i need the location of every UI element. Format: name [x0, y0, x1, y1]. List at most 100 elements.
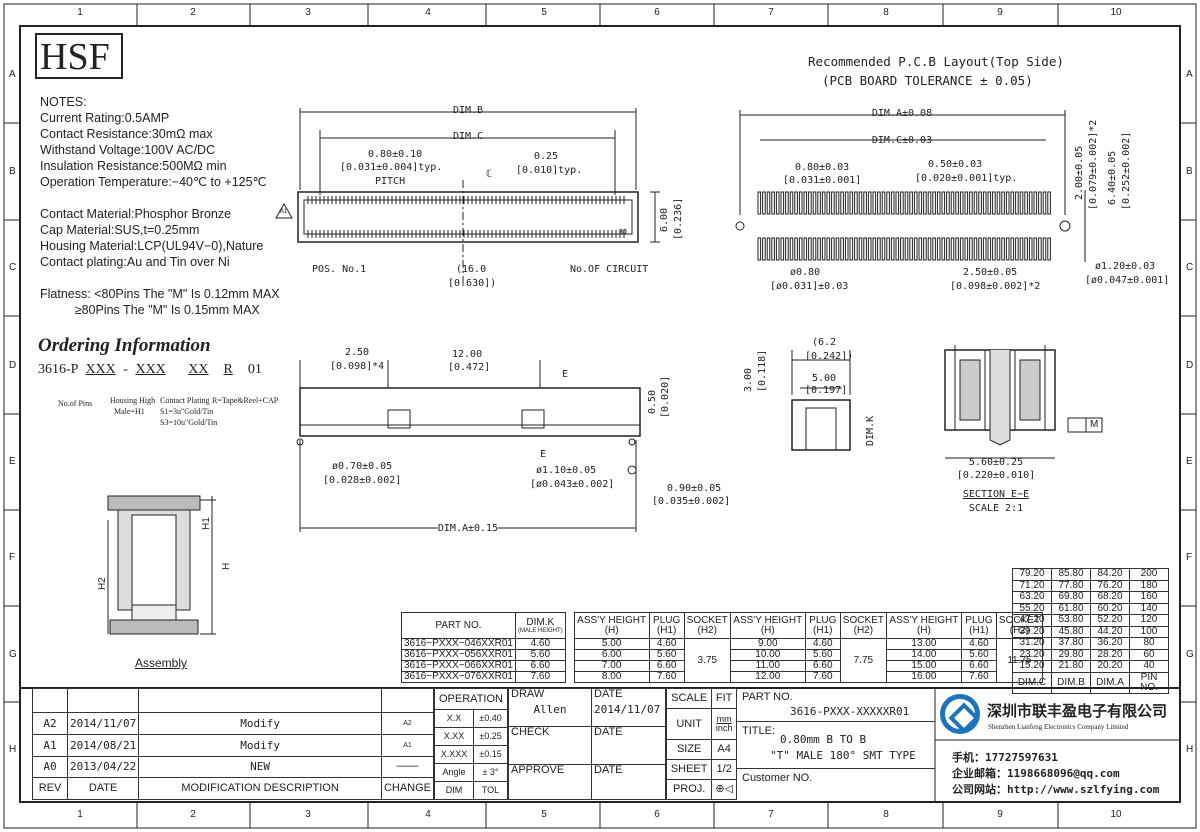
pin-cell: 23.20 [1012, 648, 1052, 661]
height-table: PART NO.DIM.K(MALE HEIGHT)ASS'Y HEIGHT(H… [401, 612, 1044, 683]
size-value: A4 [711, 739, 737, 761]
grid-column-label: 5 [541, 7, 547, 18]
dim-label: 3.00 [743, 367, 754, 392]
pin-cell: 80 [1129, 637, 1169, 650]
sheet-value: 1/2 [711, 759, 737, 781]
dim-label: [0.031±0.001] [783, 175, 862, 186]
plug-height: 7.60 [960, 671, 997, 683]
plug-height: 6.60 [960, 660, 997, 672]
dim-label: [0.020±0.001]typ. [915, 173, 1018, 184]
title-line-1: 0.80mm B TO B [780, 733, 867, 746]
header: DATE [66, 777, 140, 800]
assy-height: 16.00 [885, 671, 962, 683]
dim-label: 0.50±0.03 [928, 159, 983, 170]
unit-inch: inch [715, 723, 733, 734]
dim-label: [0.031±0.004]typ. [340, 162, 443, 173]
code-suffix: 01 [247, 362, 262, 377]
pin-cell: 60.20 [1090, 602, 1130, 615]
dim-label: 0.80±0.10 [368, 149, 423, 160]
dim-label: 0.50 [647, 389, 658, 414]
grid-row-label: A [9, 69, 16, 80]
notes-title: NOTES: [40, 95, 87, 109]
note-line: Contact Resistance:30mΩ max [40, 127, 213, 141]
note-line: Insulation Resistance:500MΩ min [40, 159, 227, 173]
pcb-tolerance: (PCB BOARD TOLERANCE ± 0.05) [822, 73, 1033, 88]
dim-label: POS. No.1 [312, 264, 367, 275]
note-line: Withstand Voltage:100V AC/DC [40, 143, 216, 157]
dim-label: [0.472] [448, 362, 491, 373]
assy-height: 15.00 [885, 660, 962, 672]
header: TOL [472, 781, 509, 800]
dim: X.X [434, 709, 474, 729]
dim-label: [0.079±0.002]*2 [1088, 119, 1099, 210]
header: CHANGE [380, 777, 435, 800]
header-plug: PLUG(H1) [960, 612, 997, 639]
company-website[interactable]: 公司网站：http://www.szlfying.com [952, 783, 1160, 796]
rev-desc: NEW [138, 755, 382, 779]
rev-date: 2014/08/21 [66, 733, 140, 757]
header-plug: PLUG(H1) [804, 612, 841, 639]
assy-height: 5.00 [573, 638, 650, 650]
grid-row-label: F [1186, 552, 1193, 563]
pin-cell: 63.20 [1012, 591, 1052, 604]
dim-label: DIM.C [452, 131, 484, 142]
plug-height: 4.60 [960, 638, 997, 650]
tol: ±0.15 [472, 745, 509, 765]
dim-label: [0.197] [805, 385, 848, 396]
dim-label: 5.60±0.25 [968, 457, 1024, 468]
dim-label: 6.00 [659, 207, 670, 232]
pin-cell: 69.80 [1051, 591, 1091, 604]
dim-label: H1 [201, 517, 212, 530]
pin-cell: 28.20 [1090, 648, 1130, 661]
h: ASS'Y HEIGHT [889, 614, 959, 626]
grid-column-label: 8 [883, 7, 889, 18]
dim-label: 5.00 [812, 373, 837, 384]
pin-cell: 31.20 [1012, 637, 1052, 650]
tol: ± 3° [472, 763, 509, 783]
projection-symbol-icon: ⊕◁ [711, 779, 737, 800]
pin-header: DIM.B [1051, 671, 1091, 694]
code-pins: XXX [85, 362, 116, 377]
dim-label: PITCH [375, 176, 406, 187]
header: DIM [434, 781, 474, 800]
h: (H) [760, 624, 775, 636]
company-email[interactable]: 企业邮箱：1198668096@qq.com [952, 767, 1120, 780]
tol: ±0.25 [472, 727, 509, 747]
dim-label: DIM.B [452, 105, 484, 116]
legend-plating3: S3=10u"Gold/Tin [160, 418, 218, 427]
legend-plating: Contact Plating [160, 396, 210, 405]
grid-row-label: G [1186, 649, 1194, 660]
dim-label: [0.098]*4 [330, 361, 385, 372]
dim-label: (16.0 [456, 264, 487, 275]
rev-cell: A2 [32, 712, 68, 735]
grid-column-label: 4 [425, 7, 431, 18]
socket-height: 7.75 [839, 638, 887, 683]
delta-icon: A2 [380, 712, 435, 735]
dim-label: 12.00 [452, 349, 483, 360]
pin-cell: 44.20 [1090, 625, 1130, 638]
dim-label: [0.010]typ. [516, 165, 583, 176]
pin-cell: 61.80 [1051, 602, 1091, 615]
socket-height: 3.75 [683, 638, 731, 683]
draw-label: DRAW [511, 688, 545, 700]
dim-label: [0.252±0.002] [1121, 131, 1132, 210]
pin-cell: 15.20 [1012, 660, 1052, 673]
date-label: DATE [591, 764, 666, 800]
note-line: Current Rating:0.5AMP [40, 111, 170, 125]
code-dash: - [123, 362, 128, 377]
code-housing: XXX [135, 362, 166, 377]
section-scale: SCALE 2:1 [968, 503, 1024, 514]
dim-label: (6.2 [812, 337, 837, 348]
grid-column-label: 9 [997, 7, 1003, 18]
date-label: DATE [594, 688, 623, 700]
grid-column-label: 10 [1110, 809, 1122, 820]
note-line [40, 190, 280, 206]
h: (H) [916, 624, 931, 636]
